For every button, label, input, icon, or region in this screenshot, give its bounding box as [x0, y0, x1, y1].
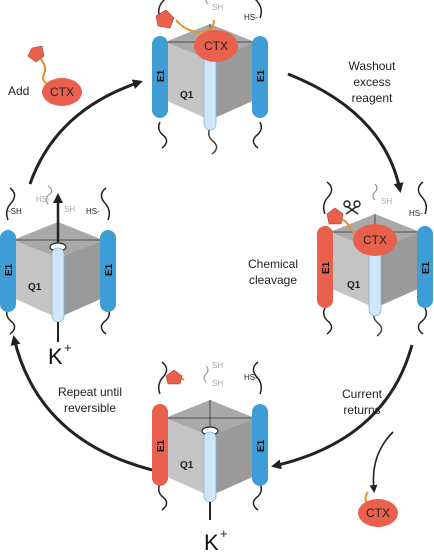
potassium-label: K: [204, 530, 219, 555]
e1-label-right: E1: [256, 69, 267, 82]
q1-box-front: [165, 42, 210, 120]
cycle-arrow-bottom-left: [10, 335, 153, 472]
current-label-line1: Current: [342, 387, 383, 401]
e1-subunit-left: [0, 230, 16, 312]
sh-label-faded: SH: [64, 205, 75, 214]
hs-label-right: HS-: [244, 373, 258, 382]
channel-pore: [51, 247, 65, 323]
released-ctx-arrow: [369, 431, 394, 493]
q1-box-front: [165, 418, 210, 496]
channel-pore: [203, 51, 217, 131]
channel-bottom-conducting: Q1 E1 E1 SH SH HS- K +: [152, 361, 268, 555]
sh-label-faded: SH: [212, 379, 223, 388]
e1-label-left: E1: [156, 69, 167, 82]
chemical-label-line1: Chemical: [248, 257, 298, 271]
ctx-bound-blocker: [353, 224, 397, 256]
potassium-label: K: [48, 344, 63, 369]
cycle-arrow-bottom-right: [271, 344, 414, 470]
cycle-arrow-top-left: [28, 79, 143, 185]
e1-subunit-left-modified: [317, 226, 333, 308]
hs-label-faded: HS-: [36, 195, 50, 204]
channel-right-cleavage: Q1 E1 E1 SH HS- CTX: [317, 181, 433, 337]
q1-box-front: [13, 240, 58, 318]
sh-label-faded: SH: [381, 197, 392, 206]
scissors-icon: [343, 200, 361, 215]
washout-label-line2: excess: [353, 75, 390, 89]
e1-label-right: E1: [104, 263, 115, 276]
e1-subunit-right: [252, 404, 268, 486]
e1-subunit-right: [417, 226, 433, 308]
e1-label-right: E1: [421, 261, 432, 274]
channel-left-open: Q1 E1 E1 -SH HS- HS- SH K +: [0, 185, 116, 369]
e1-subunit-right: [252, 36, 268, 118]
e1-label-left: E1: [321, 261, 332, 274]
chemical-label-line2: cleavage: [249, 273, 297, 287]
washout-label-line1: Washout: [349, 59, 397, 73]
hs-label-right: HS-: [86, 207, 100, 216]
e1-subunit-left: [152, 36, 168, 118]
ctx-label: CTX: [366, 506, 390, 520]
e1-label-right: E1: [256, 439, 267, 452]
e1-label-left: E1: [156, 439, 167, 452]
q1-label: Q1: [347, 280, 361, 291]
ctx-bound-blocker: [194, 30, 238, 62]
ctx-toxin-free: CTX: [27, 45, 82, 106]
e1-subunit-left-modified: [152, 404, 168, 486]
channel-pore: [203, 431, 217, 503]
ctx-toxin-released: CTX: [358, 491, 398, 527]
ctx-label: CTX: [363, 233, 387, 247]
q1-label: Q1: [180, 460, 194, 471]
e1-subunit-right: [100, 230, 116, 312]
washout-label-line3: reagent: [352, 91, 393, 105]
current-label-line2: returns: [343, 403, 380, 417]
q1-box-side: [210, 418, 255, 496]
e1-label-left: E1: [4, 263, 15, 276]
repeat-label-line2: reversible: [64, 401, 116, 415]
sh-label-faded: SH: [212, 3, 223, 12]
ctx-label: CTX: [50, 85, 74, 99]
add-label: Add: [8, 84, 29, 98]
repeat-label-line1: Repeat until: [58, 385, 122, 399]
q1-label: Q1: [28, 282, 42, 293]
potassium-charge: +: [64, 340, 72, 355]
sh-label-left: -SH: [8, 207, 22, 216]
q1-box-side: [58, 240, 103, 318]
hs-label-right: HS-: [244, 13, 258, 22]
sh-label-faded-upper: SH: [212, 361, 223, 370]
channel-top-ctx-bound: Q1 E1 E1 SH HS- CTX: [152, 0, 268, 155]
cycle-arrow-top-right: [287, 72, 404, 193]
q1-label: Q1: [180, 90, 194, 101]
ctx-label: CTX: [204, 39, 228, 53]
hs-label-right: HS-: [409, 209, 423, 218]
potassium-charge: +: [220, 526, 228, 541]
